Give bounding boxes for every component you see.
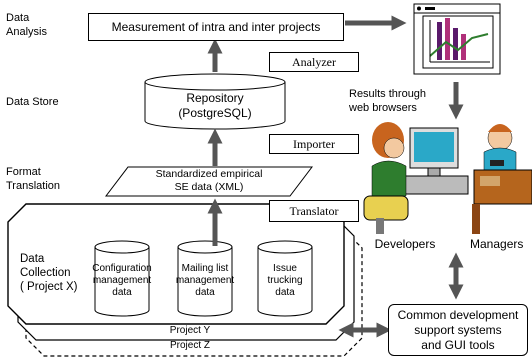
measurement-box: Measurement of intra and inter projects	[88, 13, 344, 41]
manager-figure	[472, 124, 532, 234]
cylinder-configuration	[94, 240, 150, 317]
layer-label-store: Data Store	[6, 96, 59, 108]
developer-figure	[363, 122, 469, 234]
layer-label-collection: Data Collection ( Project X)	[20, 253, 78, 293]
importer-box: Importer	[269, 134, 359, 154]
layer-label-translation: Format Translation	[6, 166, 61, 192]
layer-label-analysis: Data Analysis	[6, 12, 47, 38]
developers-label: Developers	[374, 237, 436, 251]
issue-data-label: Issue trucking data	[267, 263, 303, 298]
cylinder-issue	[257, 240, 313, 317]
analyzer-box: Analyzer	[269, 52, 359, 72]
repository-cylinder	[144, 73, 286, 130]
support-systems-box: Common development support systems and G…	[388, 304, 528, 356]
translator-box: Translator	[269, 200, 359, 222]
flow-arrows	[207, 15, 464, 338]
managers-label: Managers	[470, 237, 524, 251]
mailing-list-data-label: Mailing list management data	[175, 263, 235, 298]
xml-parallelogram	[104, 166, 314, 197]
browser-window-icon	[413, 3, 501, 75]
results-label: Results through web browsers	[349, 88, 427, 114]
project-z-label: Project Z	[169, 340, 210, 351]
project-y-label: Project Y	[169, 325, 211, 336]
configuration-data-label: Configuration management data	[92, 263, 152, 298]
xml-data-label: Standardized empirical SE data (XML)	[155, 168, 263, 193]
repository-label: Repository (PostgreSQL)	[178, 91, 252, 120]
cylinder-mailing	[177, 240, 233, 317]
